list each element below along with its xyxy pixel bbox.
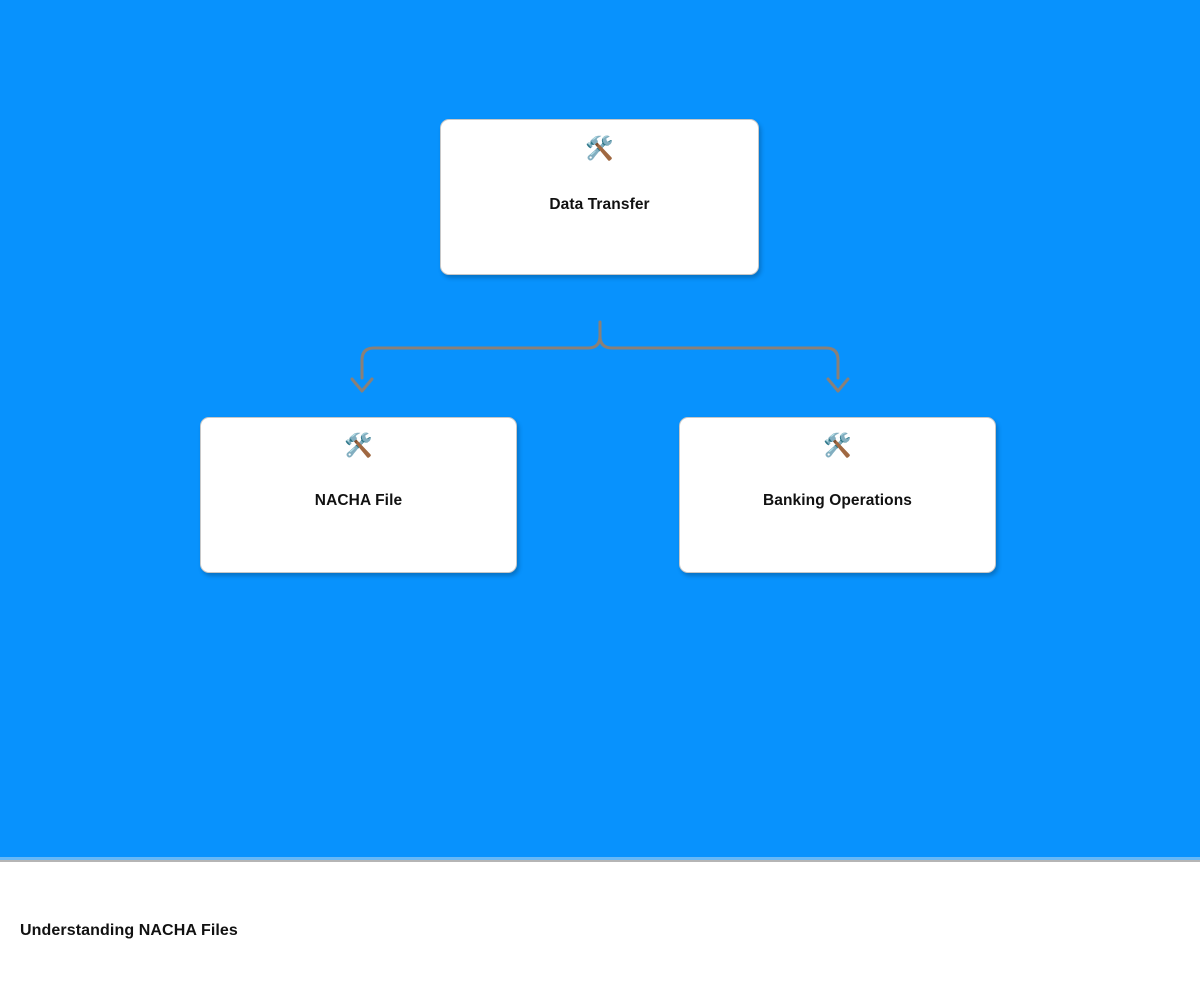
mindmap-node-root[interactable]: 🛠️ Data Transfer — [440, 119, 759, 275]
hammer-and-wrench-icon: 🛠️ — [344, 433, 373, 459]
canvas-bottom-divider — [0, 860, 1200, 862]
caption-area: Understanding NACHA Files — [0, 862, 1200, 1000]
diagram-canvas: 🛠️ Data Transfer 🛠️ NACHA File 🛠️ Bankin… — [0, 0, 1200, 857]
hammer-and-wrench-icon: 🛠️ — [823, 433, 852, 459]
mindmap-node-label: NACHA File — [314, 492, 403, 509]
edge-root-to-child-left — [360, 334, 602, 380]
mindmap-node-nacha-file[interactable]: 🛠️ NACHA File — [200, 417, 517, 573]
arrowhead-left-icon — [350, 377, 374, 393]
mindmap-node-label: Data Transfer — [549, 196, 650, 213]
hammer-and-wrench-icon: 🛠️ — [585, 136, 614, 162]
arrowhead-right-icon — [826, 377, 850, 393]
mindmap-node-banking-operations[interactable]: 🛠️ Banking Operations — [679, 417, 996, 573]
canvas-edge-highlight — [0, 857, 1200, 860]
page-title: Understanding NACHA Files — [20, 922, 238, 939]
edge-root-to-children — [598, 320, 840, 380]
mindmap-node-label: Banking Operations — [762, 492, 913, 509]
